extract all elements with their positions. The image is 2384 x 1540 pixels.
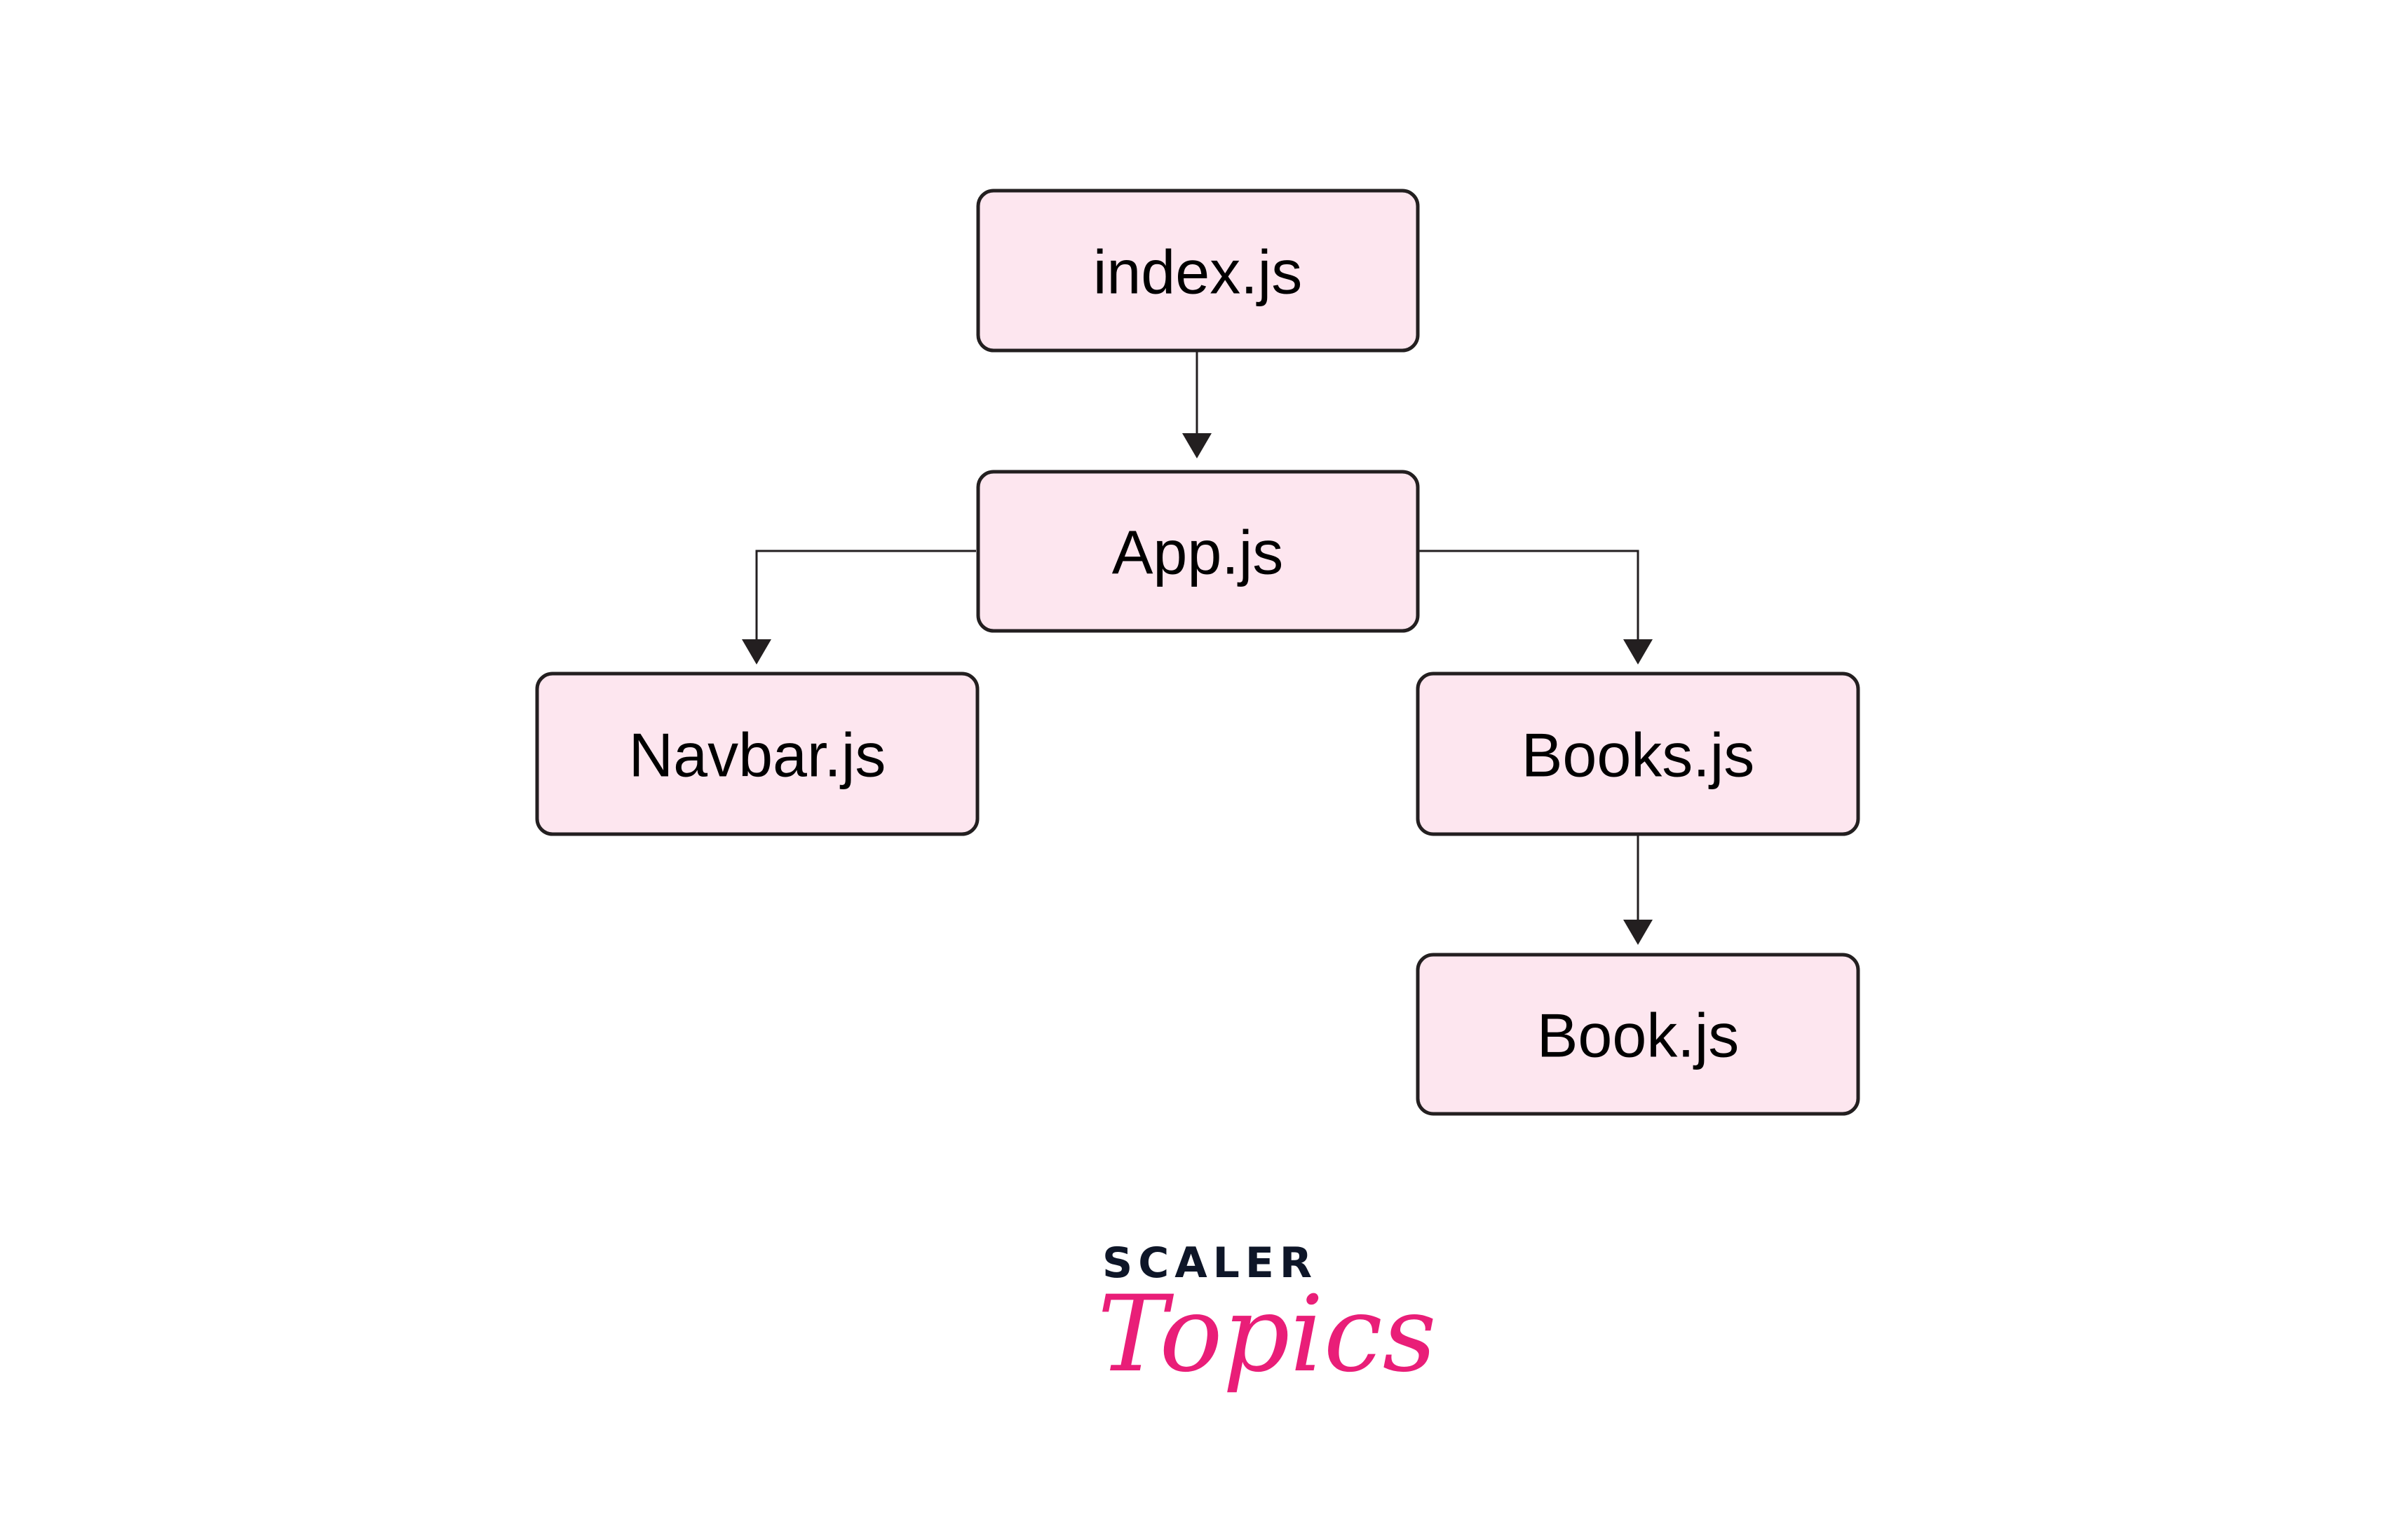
edge-app-books	[1414, 550, 1653, 665]
node-app-js: App.js	[976, 470, 1420, 633]
edge-books-book	[1623, 829, 1653, 945]
node-label: index.js	[1093, 238, 1302, 307]
node-label: App.js	[1112, 518, 1284, 587]
node-label: Book.js	[1537, 1001, 1740, 1070]
node-navbar-js: Navbar.js	[535, 672, 980, 836]
logo-scaler-text: SCALER	[1102, 1239, 1318, 1288]
node-index-js: index.js	[976, 189, 1420, 353]
node-book-js: Book.js	[1416, 953, 1860, 1116]
edge-app-navbar	[742, 550, 976, 665]
node-label: Books.js	[1522, 721, 1755, 790]
logo-topics-text: Topics	[1097, 1274, 1437, 1396]
edge-index-app	[1182, 346, 1212, 458]
node-label: Navbar.js	[629, 721, 886, 790]
scaler-topics-logo: SCALER Topics	[1097, 1239, 1437, 1396]
node-books-js: Books.js	[1416, 672, 1860, 836]
